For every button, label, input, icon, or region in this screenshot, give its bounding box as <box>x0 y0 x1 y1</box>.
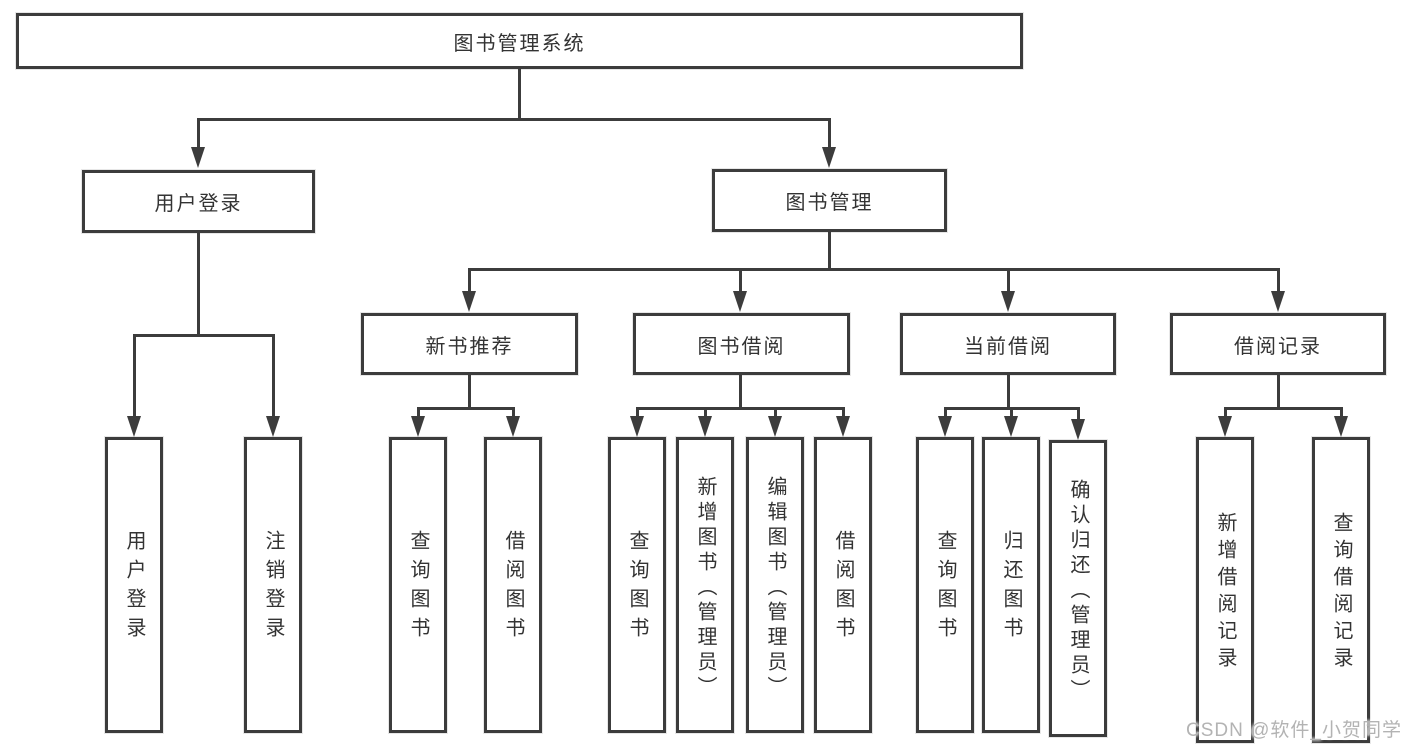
node-leaf-borrow-query: 查询图书 <box>608 437 666 733</box>
connector-currentborrow-drop-1 <box>944 407 947 417</box>
arrow-down-icon <box>1004 416 1018 437</box>
connector-borrowrecords-bar <box>1224 407 1343 410</box>
connector-bookborrow-drop-2 <box>704 407 707 417</box>
arrow-down-icon <box>266 416 280 437</box>
connector-currentborrow-drop-2 <box>1010 407 1013 417</box>
arrow-down-icon <box>822 147 836 168</box>
connector-bookmgmt-drop-2 <box>739 268 742 292</box>
connector-bookborrow-drop-1 <box>636 407 639 417</box>
node-leaf-borrow-edit: 编辑图书（管理员） <box>746 437 804 733</box>
arrow-down-icon <box>191 147 205 168</box>
connector-userlogin-bar <box>133 334 275 337</box>
arrow-down-icon <box>411 416 425 437</box>
connector-currentborrow-stem <box>1007 375 1010 407</box>
node-leaf-records-add: 新增借阅记录 <box>1196 437 1254 743</box>
arrow-down-icon <box>1218 416 1232 437</box>
csdn-watermark: CSDN @软件_小贺同学 <box>1186 720 1402 741</box>
connector-newbooks-stem <box>468 375 471 407</box>
connector-newbooks-bar <box>417 407 515 410</box>
arrow-down-icon <box>1334 416 1348 437</box>
connector-userlogin-drop-1 <box>133 334 136 417</box>
arrow-down-icon <box>1071 419 1085 440</box>
connector-bookmgmt-bar <box>468 268 1280 271</box>
node-leaf-user-login: 用户登录 <box>105 437 163 733</box>
node-leaf-newbooks-query: 查询图书 <box>389 437 447 733</box>
connector-bookborrow-stem <box>739 375 742 407</box>
connector-newbooks-drop-1 <box>417 407 420 417</box>
connector-bookmgmt-stem <box>828 232 831 268</box>
arrow-down-icon <box>506 416 520 437</box>
node-book-mgmt: 图书管理 <box>712 169 947 232</box>
arrow-down-icon <box>768 416 782 437</box>
connector-bookborrow-drop-4 <box>842 407 845 417</box>
node-root: 图书管理系统 <box>16 13 1023 69</box>
node-leaf-current-return: 归还图书 <box>982 437 1040 733</box>
connector-root-drop-right <box>828 118 831 148</box>
connector-bookmgmt-drop-4 <box>1277 268 1280 292</box>
arrow-down-icon <box>698 416 712 437</box>
node-leaf-borrow-borrow: 借阅图书 <box>814 437 872 733</box>
connector-borrowrecords-stem <box>1277 375 1280 407</box>
node-leaf-borrow-add: 新增图书（管理员） <box>676 437 734 733</box>
connector-bookmgmt-drop-3 <box>1007 268 1010 292</box>
node-new-books: 新书推荐 <box>361 313 578 375</box>
connector-userlogin-stem <box>197 233 200 334</box>
arrow-down-icon <box>630 416 644 437</box>
connector-bookmgmt-drop-1 <box>468 268 471 292</box>
connector-root-bar <box>197 118 831 121</box>
connector-borrowrecords-drop-1 <box>1224 407 1227 417</box>
connector-bookborrow-bar <box>636 407 845 410</box>
arrow-down-icon <box>836 416 850 437</box>
connector-bookborrow-drop-3 <box>774 407 777 417</box>
node-borrow-records: 借阅记录 <box>1170 313 1386 375</box>
node-leaf-newbooks-borrow: 借阅图书 <box>484 437 542 733</box>
connector-root-drop-left <box>197 118 200 148</box>
arrow-down-icon <box>127 416 141 437</box>
node-book-borrow: 图书借阅 <box>633 313 850 375</box>
node-leaf-current-query: 查询图书 <box>916 437 974 733</box>
arrow-down-icon <box>938 416 952 437</box>
node-current-borrow: 当前借阅 <box>900 313 1116 375</box>
node-leaf-logout: 注销登录 <box>244 437 302 733</box>
arrow-down-icon <box>462 291 476 312</box>
node-leaf-current-confirm: 确认归还（管理员） <box>1049 440 1107 737</box>
arrow-down-icon <box>1271 291 1285 312</box>
arrow-down-icon <box>733 291 747 312</box>
connector-newbooks-drop-2 <box>512 407 515 417</box>
node-leaf-records-query: 查询借阅记录 <box>1312 437 1370 743</box>
node-user-login: 用户登录 <box>82 170 315 233</box>
arrow-down-icon <box>1001 291 1015 312</box>
connector-borrowrecords-drop-2 <box>1340 407 1343 417</box>
connector-currentborrow-drop-3 <box>1077 407 1080 420</box>
connector-root-stem <box>518 69 521 118</box>
connector-userlogin-drop-2 <box>272 334 275 417</box>
